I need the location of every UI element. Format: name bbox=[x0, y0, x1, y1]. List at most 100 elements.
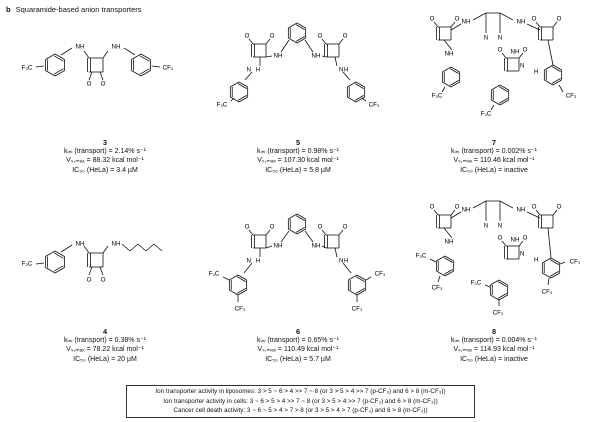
bond bbox=[355, 276, 365, 282]
bond bbox=[552, 21, 558, 28]
atom-label-o: O bbox=[498, 47, 503, 54]
compound-7-number: 7 bbox=[491, 138, 497, 147]
bond bbox=[472, 200, 487, 209]
atom-label-h: H bbox=[534, 257, 538, 264]
bond bbox=[265, 55, 273, 58]
bond bbox=[342, 262, 352, 274]
bond bbox=[229, 289, 239, 296]
atom-label-nh: NH bbox=[112, 44, 121, 51]
bond bbox=[131, 53, 142, 60]
bond bbox=[236, 288, 246, 294]
atom-label-nh: NH bbox=[274, 243, 283, 250]
atom-label-o: O bbox=[270, 224, 275, 231]
bond bbox=[526, 211, 541, 219]
bond bbox=[499, 99, 509, 106]
bond bbox=[54, 267, 65, 274]
bond bbox=[83, 245, 90, 254]
bond bbox=[237, 95, 247, 101]
bond bbox=[248, 229, 254, 236]
bond bbox=[365, 276, 372, 281]
summary-liposomes: Ion transporter activity in liposomes: 3… bbox=[155, 388, 446, 395]
bond bbox=[151, 65, 161, 68]
atom-label-cf3: CF₃ bbox=[352, 306, 363, 313]
atom-label-n: N bbox=[484, 223, 488, 230]
bond bbox=[265, 229, 271, 236]
bond bbox=[265, 38, 271, 45]
bond bbox=[444, 255, 454, 262]
compound-3-rate: kᵢₙᵢ (transport) = 2.14% s⁻¹ bbox=[63, 148, 147, 156]
bond bbox=[237, 83, 247, 89]
atom-label-cf3: CF₃ bbox=[163, 65, 174, 72]
atom-label-nh: NH bbox=[462, 207, 471, 214]
bond bbox=[436, 255, 446, 262]
bond bbox=[123, 47, 136, 56]
bond bbox=[131, 70, 142, 77]
bond bbox=[288, 228, 298, 235]
atom-label-o: O bbox=[343, 33, 348, 40]
bond bbox=[53, 252, 64, 259]
atom-label-h: H bbox=[256, 258, 260, 265]
atom-label-n: N bbox=[520, 63, 524, 70]
atom-label-f3c: F₃C bbox=[471, 280, 482, 287]
bond bbox=[54, 250, 65, 257]
compound-3-info: 3 kᵢₙᵢ (transport) = 2.14% s⁻¹ Vₛ,ₘₐₓ = … bbox=[20, 138, 190, 175]
compound-5-number: 5 bbox=[295, 138, 301, 147]
atom-label-nh: NH bbox=[511, 237, 520, 244]
bond bbox=[230, 97, 235, 102]
compound-7-info: 7 kᵢₙᵢ (transport) = 0.002% s⁻¹ Vₛ,ₘₐₓ =… bbox=[409, 138, 579, 175]
compound-4-number: 4 bbox=[102, 327, 108, 336]
atom-label-o: O bbox=[523, 47, 528, 54]
panel-title: Squaramide-based anion transporters bbox=[15, 5, 142, 14]
atom-label-o: O bbox=[455, 16, 460, 23]
bond bbox=[265, 245, 273, 249]
bond bbox=[321, 55, 327, 58]
atom-label-cf3: CF₃ bbox=[542, 289, 553, 296]
atom-label-n: N bbox=[484, 35, 488, 42]
bond bbox=[244, 71, 253, 81]
bond bbox=[304, 230, 314, 243]
bond bbox=[542, 257, 552, 264]
atom-label-nh: NH bbox=[312, 243, 321, 250]
bond bbox=[484, 284, 491, 288]
compound-7-rate: kᵢₙᵢ (transport) = 0.002% s⁻¹ bbox=[451, 148, 537, 156]
atom-label-h: H bbox=[344, 258, 348, 265]
bond bbox=[442, 66, 452, 73]
bond bbox=[295, 227, 305, 233]
bond bbox=[237, 289, 247, 296]
atom-label-cf3: CF₃ bbox=[235, 306, 246, 313]
compound-8-vmax: Vₛ,ₘₐₓ = 114.93 kcal mol⁻¹ bbox=[453, 346, 535, 354]
atom-label-o: O bbox=[245, 33, 250, 40]
bond bbox=[35, 262, 45, 265]
bond bbox=[497, 281, 507, 287]
compound-5-rate: kᵢₙᵢ (transport) = 0.98% s⁻¹ bbox=[256, 148, 340, 156]
bond bbox=[321, 245, 327, 249]
atom-label-nh: NH bbox=[76, 241, 85, 248]
compound-8-info: 8 kᵢₙᵢ (transport) = 0.004% s⁻¹ Vₛ,ₘₐₓ =… bbox=[409, 327, 579, 364]
bond bbox=[54, 70, 65, 77]
atom-label-n: N bbox=[339, 258, 343, 265]
bond bbox=[490, 294, 500, 301]
bond bbox=[544, 79, 554, 86]
bond bbox=[551, 78, 561, 84]
bond bbox=[433, 209, 439, 216]
atom-label-o: O bbox=[318, 224, 323, 231]
bond bbox=[238, 96, 248, 103]
bond bbox=[295, 215, 305, 221]
bond bbox=[53, 55, 64, 62]
bond bbox=[60, 47, 73, 56]
compound-4-ic50: IC₅₀ (HeLa) = 20 µM bbox=[73, 355, 137, 363]
bond bbox=[433, 21, 439, 28]
atom-label-nh: NH bbox=[517, 19, 526, 26]
atom-label-o: O bbox=[455, 204, 460, 211]
atom-label-o: O bbox=[343, 224, 348, 231]
compound-5-ic50: IC₅₀ (HeLa) = 5.8 µM bbox=[265, 166, 331, 174]
bond bbox=[499, 200, 514, 209]
bond bbox=[498, 294, 508, 301]
compound-6-number: 6 bbox=[295, 327, 301, 336]
bond bbox=[501, 52, 507, 59]
